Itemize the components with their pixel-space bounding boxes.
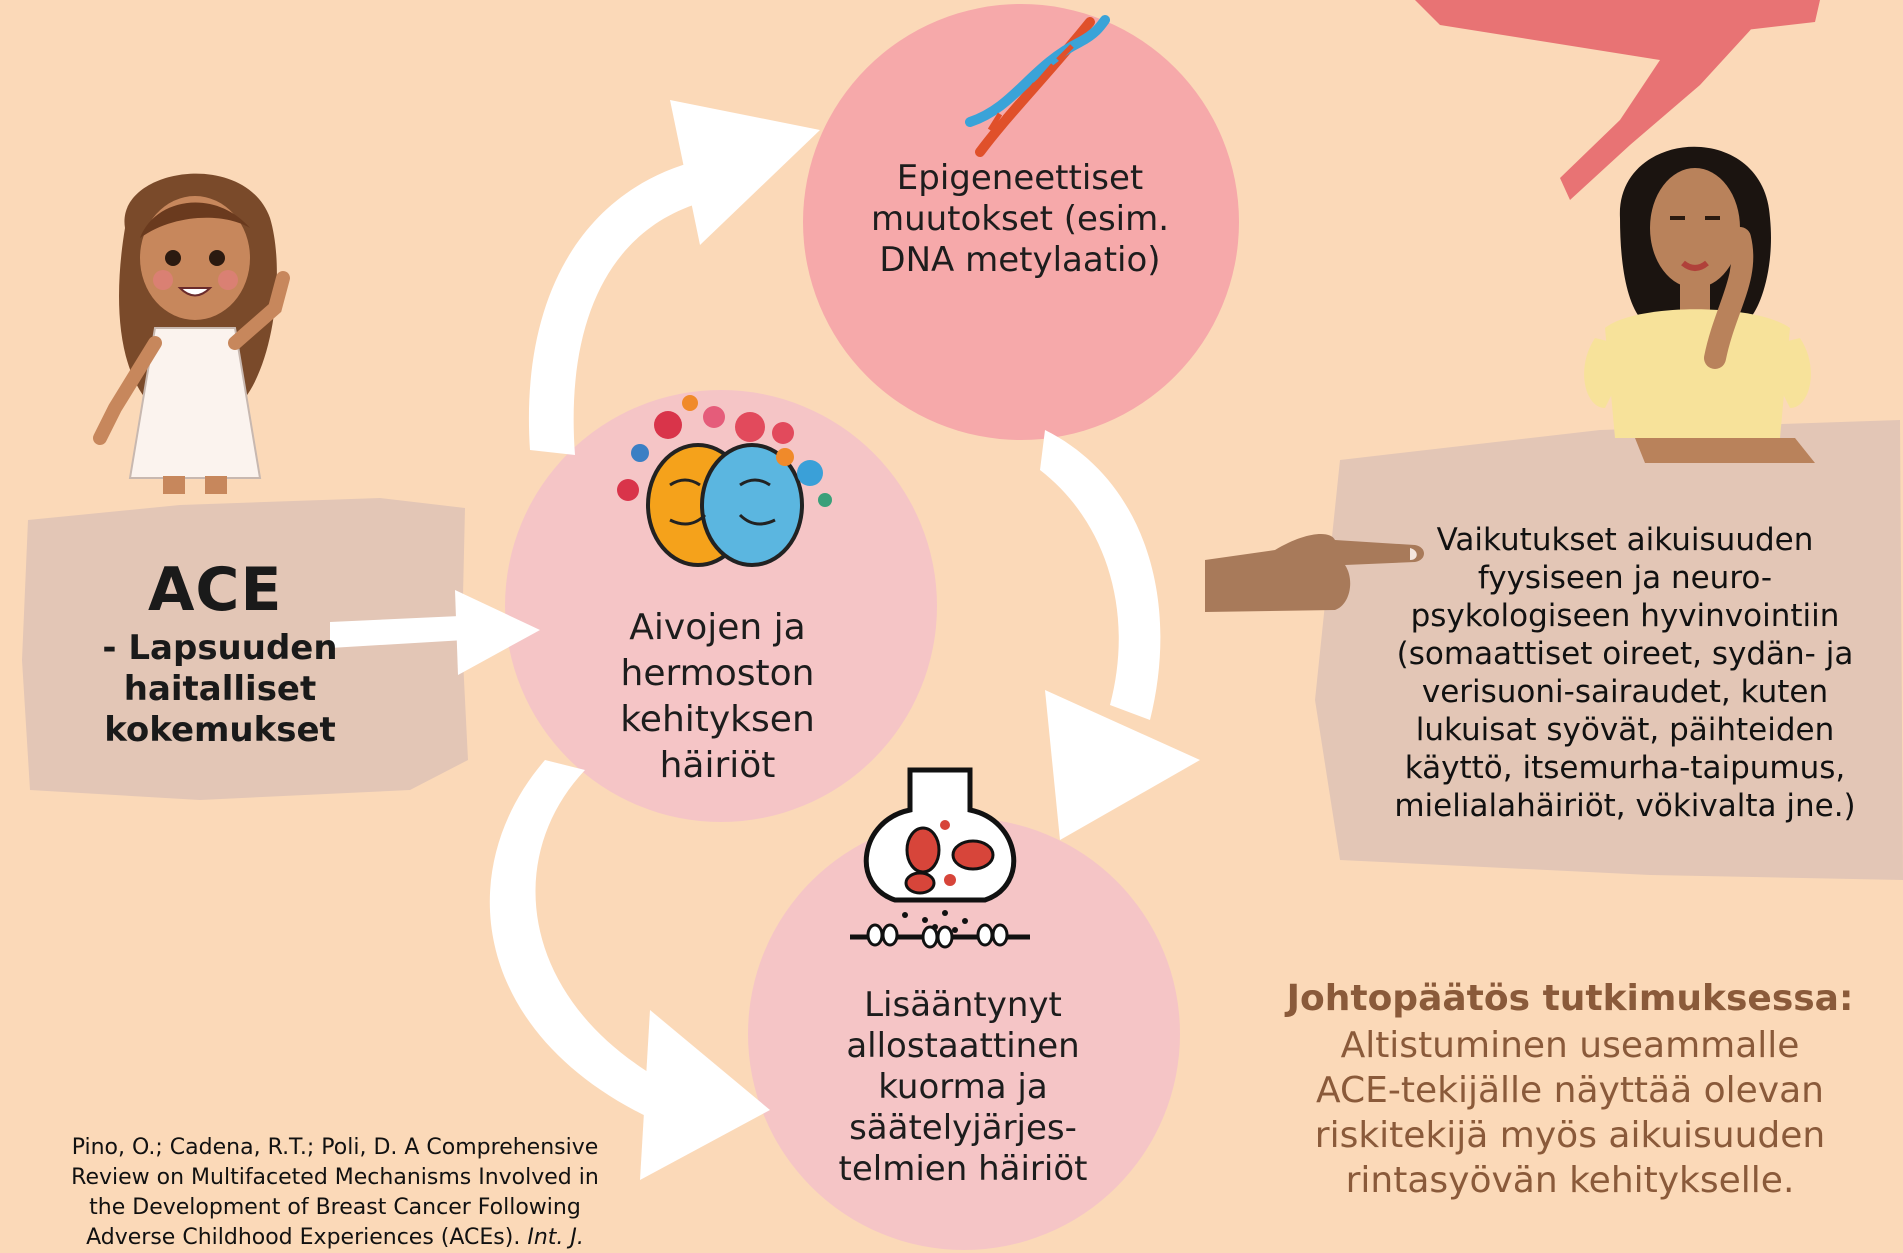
arrow-brain-to-epigenetic bbox=[528, 100, 820, 455]
arrow-epigenetic-to-allostatic bbox=[1040, 430, 1200, 840]
ace-subtitle-line: haitalliset bbox=[123, 669, 317, 709]
allostatic-line: säätelyjärjes- bbox=[849, 1108, 1077, 1148]
dna-icon bbox=[965, 15, 1110, 157]
brain-line: häiriöt bbox=[659, 745, 776, 786]
brush-stroke bbox=[1415, 0, 1820, 200]
synapse-icon bbox=[850, 767, 1030, 949]
pointing-hand-icon bbox=[1205, 534, 1424, 612]
brain-icon bbox=[617, 395, 832, 567]
reference-journal: Int. J. bbox=[520, 1225, 584, 1250]
conclusion-line: rintasyövän kehitykselle. bbox=[1345, 1160, 1795, 1201]
reference-line-last: Adverse Childhood Experiences (ACEs). In… bbox=[10, 1223, 660, 1253]
effects-line: psykologiseen hyvinvointiin bbox=[1410, 598, 1840, 634]
brain-line: Aivojen ja bbox=[629, 607, 806, 648]
reference-line: Pino, O.; Cadena, R.T.; Poli, D. A Compr… bbox=[71, 1135, 599, 1160]
epigenetic-circle bbox=[803, 4, 1239, 440]
woman-illustration bbox=[1584, 146, 1815, 463]
allostatic-line: telmien häiriöt bbox=[838, 1149, 1088, 1189]
epigenetic-line: DNA metylaatio) bbox=[879, 240, 1161, 280]
brain-label: Aivojen ja hermoston kehityksen häiriöt bbox=[575, 605, 860, 789]
reference-line: Review on Multifaceted Mechanisms Involv… bbox=[71, 1165, 599, 1190]
reference-line: the Development of Breast Cancer Followi… bbox=[89, 1195, 581, 1220]
effects-line: (somaattiset oireet, sydän- ja bbox=[1396, 636, 1854, 672]
allostatic-line: kuorma ja bbox=[878, 1067, 1048, 1107]
effects-line: fyysiseen ja neuro- bbox=[1477, 560, 1773, 596]
epigenetic-label: Epigeneettiset muutokset (esim. DNA mety… bbox=[860, 158, 1180, 281]
ace-subtitle-line: kokemukset bbox=[104, 710, 336, 750]
ace-subtitle: - Lapsuuden haitalliset kokemukset bbox=[90, 628, 350, 751]
epigenetic-line: muutokset (esim. bbox=[870, 199, 1170, 239]
brain-line: kehityksen bbox=[620, 699, 815, 740]
effects-line: mielialahäiriöt, vökivalta jne.) bbox=[1394, 788, 1856, 824]
arrow-ace-to-brain bbox=[330, 590, 540, 675]
reference-authors-title: Adverse Childhood Experiences (ACEs). bbox=[86, 1225, 521, 1250]
epigenetic-line: Epigeneettiset bbox=[896, 158, 1144, 198]
effects-line: käyttö, itsemurha-taipumus, bbox=[1404, 750, 1846, 786]
conclusion-body: Altistuminen useammalle ACE-tekijälle nä… bbox=[1270, 1023, 1870, 1203]
effects-text: Vaikutukset aikuisuuden fyysiseen ja neu… bbox=[1360, 521, 1890, 825]
effects-line: verisuoni-sairaudet, kuten bbox=[1421, 674, 1829, 710]
allostatic-label: Lisääntynyt allostaattinen kuorma ja sää… bbox=[818, 985, 1108, 1190]
effects-line: Vaikutukset aikuisuuden bbox=[1436, 522, 1814, 558]
brain-line: hermoston bbox=[620, 653, 815, 694]
conclusion-line: riskitekijä myös aikuisuuden bbox=[1314, 1115, 1826, 1156]
ace-title: ACE bbox=[148, 555, 283, 625]
effects-line: lukuisat syövät, päihteiden bbox=[1415, 712, 1835, 748]
ace-subtitle-line: - Lapsuuden bbox=[102, 628, 338, 668]
conclusion-line: Altistuminen useammalle bbox=[1340, 1025, 1800, 1066]
allostatic-line: Lisääntynyt bbox=[864, 985, 1062, 1025]
girl-illustration bbox=[93, 173, 290, 494]
arrow-brain-to-allostatic bbox=[489, 760, 770, 1180]
conclusion-line: ACE-tekijälle näyttää olevan bbox=[1316, 1070, 1824, 1111]
allostatic-line: allostaattinen bbox=[846, 1026, 1080, 1066]
reference: Pino, O.; Cadena, R.T.; Poli, D. A Compr… bbox=[10, 1133, 660, 1253]
conclusion-heading: Johtopäätös tutkimuksessa: bbox=[1286, 978, 1854, 1019]
